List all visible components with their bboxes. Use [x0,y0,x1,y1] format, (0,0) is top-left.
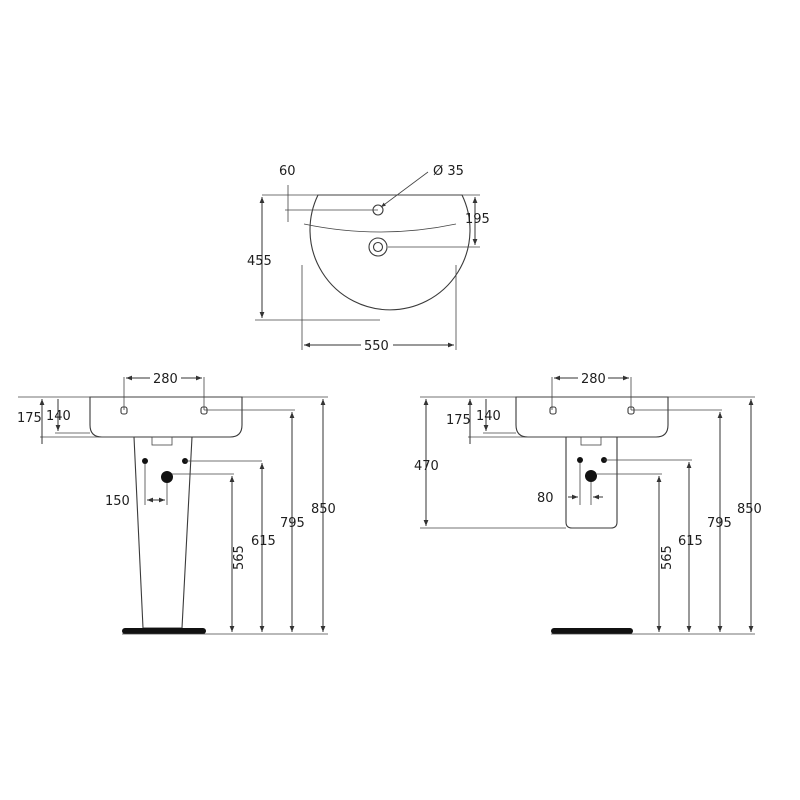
semi-waste-offset-label: 80 [537,491,554,506]
semi-shroud [565,436,618,529]
semi-floor [551,628,633,634]
pedestal-basin [89,396,243,438]
basin-inner-rim [303,223,457,233]
drain-inner [372,241,384,253]
ped-waste-offset-label: 150 [105,494,130,509]
pedestal-column [133,436,193,629]
width-label: 550 [364,339,389,354]
semi-795-label: 795 [707,516,732,531]
depth-label: 455 [247,254,272,269]
semi-850-label: 850 [737,502,762,517]
ped-tap-spacing-label: 280 [153,372,178,387]
waste-point [161,471,173,483]
semi-trap [580,436,602,446]
hole-diameter-label: Ø 35 [433,164,464,179]
semi-175-label: 175 [446,413,471,428]
ped-140-label: 140 [46,409,71,424]
pedestal-view: 280 175 140 150 565 615 795 850 [17,372,336,635]
semi-565-label: 565 [660,545,675,570]
ped-850-label: 850 [311,502,336,517]
semi-waste-point [585,470,597,482]
semi-tap-hole-left [549,406,557,415]
pedestal-trap [151,436,173,446]
ped-565-label: 565 [232,545,247,570]
semi-470-label: 470 [414,459,439,474]
top-view: 60 Ø 35 195 455 550 [247,164,490,354]
semi-615-label: 615 [678,534,703,549]
semi-tap-spacing-label: 280 [581,372,606,387]
ped-175-label: 175 [17,411,42,426]
pedestal-floor [122,628,206,634]
ped-615-label: 615 [251,534,276,549]
hole-offset-label: 60 [279,164,296,179]
semi-basin [515,396,669,438]
semi-pedestal-view: 280 470 175 140 80 565 615 7 [414,372,762,635]
semi-supply-left [577,457,583,463]
ped-795-label: 795 [280,516,305,531]
semi-140-label: 140 [476,409,501,424]
overflow-offset-label: 195 [465,212,490,227]
supply-point-left [142,458,148,464]
basin-top-outline [309,194,471,311]
